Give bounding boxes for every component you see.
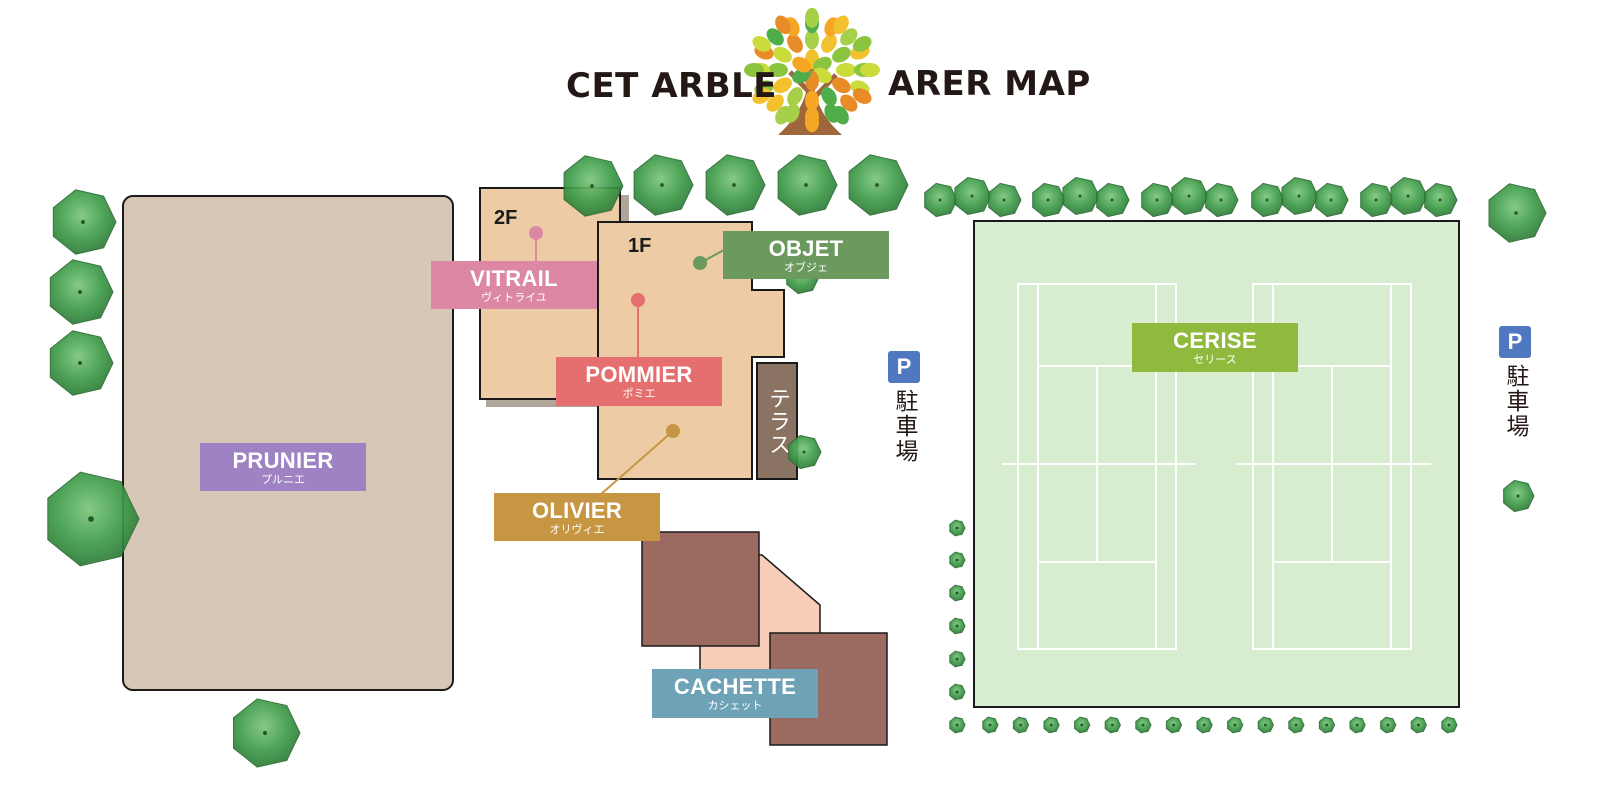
parking-text: 駐車場 (1502, 364, 1528, 439)
tree-icon (1380, 716, 1397, 734)
floor-1f-label: 1F (628, 235, 651, 257)
label-objet-jp: オブジェ (784, 260, 828, 274)
tree-icon (49, 330, 114, 396)
tree-icon (1205, 182, 1239, 218)
label-vitrail[interactable]: VITRAIL ヴィトライユ (431, 261, 597, 309)
tree-icon (1165, 716, 1183, 734)
olivier-pin (666, 424, 680, 438)
label-pommier-jp: ポミエ (622, 387, 656, 400)
tree-icon (563, 155, 624, 217)
label-cachette-jp: カシェット (707, 699, 763, 712)
parking-center[interactable]: P 駐車場 (887, 351, 921, 464)
tree-icon (777, 154, 838, 216)
label-prunier-jp: プルニエ (261, 472, 305, 486)
title-left: CET ARBLE (566, 66, 777, 106)
tree-icon (954, 176, 992, 216)
tree-icon (1032, 182, 1066, 218)
label-pommier-en: POMMIER (585, 362, 693, 387)
tree-icon (1424, 182, 1458, 218)
label-olivier-en: OLIVIER (531, 497, 623, 523)
tree-icon (233, 698, 301, 768)
label-objet-en: OBJET (768, 235, 844, 261)
tree-icon (1488, 183, 1547, 243)
label-prunier-en: PRUNIER (232, 447, 334, 473)
tree-icon (1349, 716, 1366, 734)
tree-icon (47, 471, 140, 567)
tree-icon (1281, 176, 1319, 216)
pommier-pin (631, 293, 645, 307)
tree-icon (949, 519, 966, 537)
tree-icon (1062, 176, 1100, 216)
title-right: ARER MAP (888, 64, 1091, 104)
label-prunier[interactable]: PRUNIER プルニエ (200, 443, 366, 491)
parking-text: 駐車場 (891, 389, 917, 464)
tree-icon (949, 683, 966, 701)
tree-icon (1141, 182, 1175, 218)
tree-icon (1227, 716, 1244, 734)
tree-icon (788, 434, 822, 470)
tree-icon (52, 189, 117, 255)
label-vitrail-jp: ヴィトライユ (481, 290, 547, 304)
objet-pin (693, 256, 707, 270)
tree-icon (1503, 479, 1535, 513)
tree-icon (1135, 716, 1152, 734)
parking-right[interactable]: P 駐車場 (1498, 326, 1532, 439)
tree-icon (949, 716, 966, 734)
label-cachette-en: CACHETTE (673, 674, 797, 699)
label-vitrail-en: VITRAIL (470, 265, 558, 291)
label-cachette[interactable]: CACHETTE カシェット (652, 669, 818, 718)
label-olivier[interactable]: OLIVIER オリヴィエ (494, 493, 660, 541)
tree-icon (1043, 716, 1060, 734)
label-cerise-en: CERISE (1173, 328, 1257, 353)
tree-icon (1074, 716, 1091, 734)
tree-icon (1104, 716, 1121, 734)
tree-icon (1441, 716, 1458, 734)
parking-icon: P (888, 351, 920, 383)
floor-2f-label: 2F (494, 207, 517, 229)
tree-icon (1315, 182, 1349, 218)
tree-icon (1257, 716, 1274, 734)
label-cerise-jp: セリース (1193, 353, 1237, 366)
tree-icon (924, 182, 958, 218)
tree-icon (1390, 176, 1428, 216)
terrace-label: テラス (765, 386, 790, 456)
tree-icon (1096, 182, 1130, 218)
vitrail-pin (529, 226, 543, 240)
tree-icon (1410, 716, 1427, 734)
tree-icon (949, 650, 966, 668)
logo-tree-icon (744, 7, 880, 135)
tree-icon (705, 154, 766, 216)
tree-icon (982, 716, 999, 734)
tree-icon (949, 551, 966, 569)
tree-icon (633, 154, 694, 216)
label-objet[interactable]: OBJET オブジェ (723, 231, 889, 279)
tree-icon (988, 182, 1022, 218)
tree-icon (949, 584, 966, 602)
tree-icon (49, 259, 114, 325)
location-pins (529, 226, 725, 496)
tree-icon (1360, 182, 1394, 218)
tree-icon (1288, 716, 1305, 734)
trees (47, 154, 1547, 768)
tree-icon (1012, 716, 1030, 734)
tree-icon (1318, 716, 1336, 734)
tree-icon (949, 617, 966, 635)
tree-icon (1251, 182, 1285, 218)
label-olivier-jp: オリヴィエ (549, 522, 605, 536)
label-cerise[interactable]: CERISE セリース (1132, 323, 1298, 372)
tree-icon (848, 154, 909, 216)
tree-icon (1171, 176, 1209, 216)
label-pommier[interactable]: POMMIER ポミエ (556, 357, 722, 406)
tree-icon (1196, 716, 1213, 734)
parking-icon: P (1499, 326, 1531, 358)
cachette-building-1 (641, 531, 760, 647)
